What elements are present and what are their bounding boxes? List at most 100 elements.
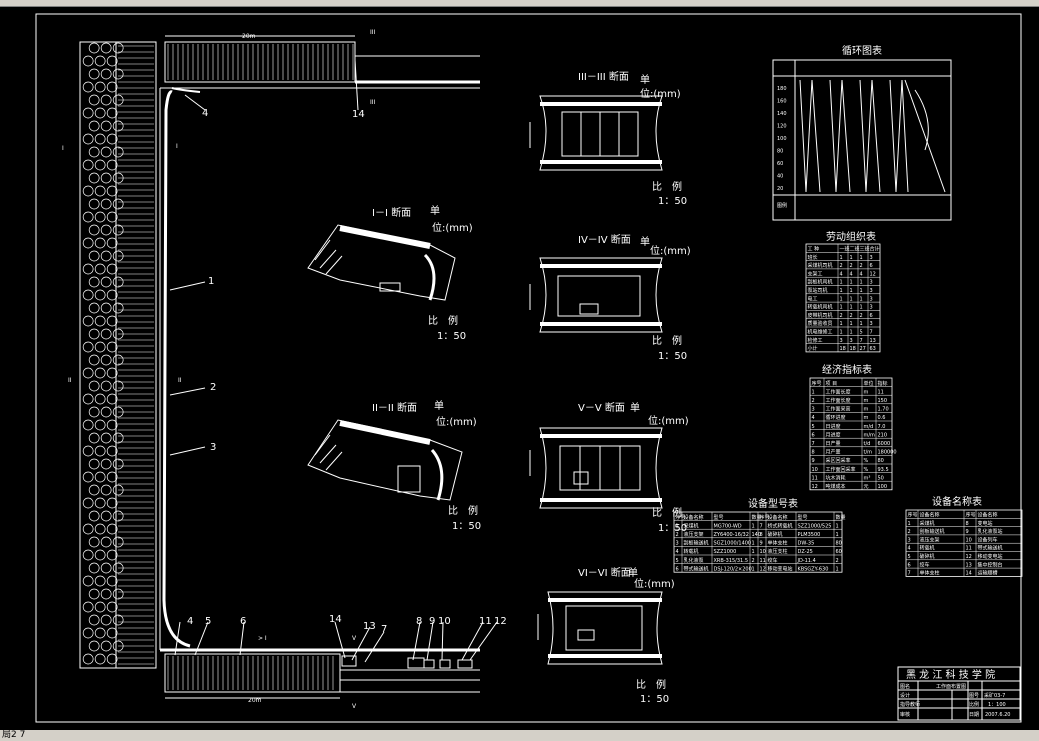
labor-table-cell: 小计: [808, 345, 818, 352]
section-1-scale: 1：50: [437, 331, 466, 342]
econ-table-cell: m³: [864, 475, 871, 481]
labor-table-cell: 3: [870, 280, 873, 286]
equip-model-table-cell: 破碎机: [768, 531, 783, 538]
equip-model-table-cell: DW-35: [798, 541, 815, 547]
equip-model-table-cell: 1: [836, 532, 839, 538]
section-3-unit: 位:(mm): [640, 87, 681, 100]
bottom-roadway: [160, 648, 480, 693]
labor-table-cell: 3: [850, 338, 853, 344]
arrow-mark-left: > I: [258, 635, 267, 642]
labor-table-cell: 1: [860, 321, 863, 327]
labor-table-cell: 3: [870, 296, 873, 302]
callout-3: 3: [210, 442, 216, 453]
equip-name-table-cell: 6: [908, 562, 911, 568]
labor-table-cell: 3: [870, 255, 873, 261]
econ-table-cell: 日产量: [826, 440, 841, 447]
cycle-chart-tick: 100: [777, 136, 787, 142]
equip-model-table-cell: 6: [676, 566, 679, 572]
cycle-chart-tick: 140: [777, 111, 787, 117]
section-2-title: II－II 断面: [372, 401, 417, 414]
econ-table-cell: m: [864, 389, 869, 395]
econ-table-cell: 10: [812, 467, 818, 473]
equip-model-table-title: 设备型号表: [748, 497, 798, 510]
equip-name-table-header-cell: 序号: [966, 512, 976, 519]
labor-table-cell: 3: [840, 338, 843, 344]
section-4-4: [529, 257, 663, 333]
callout-4-bottom: 4: [187, 616, 193, 627]
labor-table-cell: 1: [860, 305, 863, 311]
section-5-scale: 1：50: [658, 523, 687, 534]
equip-model-table-cell: 140: [752, 532, 762, 538]
econ-table-cell: 4: [812, 415, 815, 421]
labor-table-cell: 1: [840, 255, 843, 261]
econ-table-cell: 日进度: [826, 423, 841, 430]
equip-model-table-header-cell: 序号: [760, 514, 770, 521]
econ-table-cell: 12: [812, 484, 818, 490]
labor-table-cell: 1: [840, 321, 843, 327]
labor-table-cell: 2: [840, 313, 843, 319]
equip-model-table-cell: 80: [836, 541, 842, 547]
econ-table-cell: m: [864, 415, 869, 421]
equip-name-table-cell: 转载机: [920, 545, 935, 552]
equip-name-table-cell: 设备列车: [978, 536, 998, 543]
equip-name-table-cell: 12: [966, 554, 972, 560]
cycle-chart-legend-label: 图例: [777, 202, 787, 209]
equip-model-table-cell: JD-11.4: [797, 558, 816, 564]
labor-table-cell: 2: [860, 313, 863, 319]
status-text: 局2 7: [2, 730, 26, 740]
econ-table-cell: 7: [812, 441, 815, 447]
econ-table-cell: m/m: [864, 432, 876, 438]
labor-table-cell: 12: [870, 271, 876, 277]
labor-table-cell: 63: [870, 346, 876, 352]
section-3-title: III－III 断面: [578, 70, 629, 83]
econ-table-cell: 7.0: [878, 424, 886, 430]
section-1-scale-label: 比 例: [428, 314, 458, 327]
equip-model-table-cell: 绞车: [768, 557, 778, 564]
econ-table-header-cell: 项 目: [826, 381, 838, 387]
equip-model-table-cell: 11: [760, 558, 766, 564]
title-block-label-advisor: 指导教师: [900, 701, 920, 708]
labor-table-cell: 1: [850, 321, 853, 327]
econ-table-cell: %: [864, 467, 869, 473]
equip-model-table-header-cell: 设备名称: [768, 514, 788, 521]
econ-table-cell: 采区回采率: [826, 457, 851, 464]
callout-14-bottom: 14: [329, 614, 342, 625]
dim-bottom: 20m: [248, 697, 262, 704]
equip-model-table-cell: 1: [676, 523, 679, 529]
labor-table-cell: 18: [850, 346, 856, 352]
title-block-label-date: 日期: [969, 712, 979, 718]
labor-table-cell: 刮板机司机: [808, 279, 833, 286]
equip-model-table-cell: 刮板输送机: [684, 540, 709, 547]
equip-name-table-header-cell: 序号: [908, 512, 918, 519]
cycle-chart-tick: 80: [777, 149, 783, 155]
cad-canvas[interactable]: 20m 20m 4 14 1 2 3 4 5 6 14 13 7 8 9 10 …: [0, 6, 1039, 730]
section-5-scale-label: 比 例: [652, 506, 682, 519]
title-block-label-no: 图号: [969, 693, 979, 699]
callout-9: 9: [429, 616, 435, 627]
section-5-title: V－V 断面: [578, 401, 625, 414]
equip-model-table-cell: ZY6400-16/32: [714, 532, 749, 538]
section-5-unit: 位:(mm): [648, 414, 689, 427]
section-4-scale-label: 比 例: [652, 334, 682, 347]
equip-model-table-cell: 单体支柱: [768, 540, 788, 547]
equip-model-table-cell: KBSGZY-630: [798, 566, 829, 572]
equip-model-table-header-cell: 设备名称: [684, 514, 704, 521]
callout-13: 13: [363, 621, 376, 632]
equip-model-table-cell: 液压支架: [684, 531, 704, 538]
econ-table-cell: 100: [878, 484, 888, 490]
equip-model-table-cell: 1: [836, 523, 839, 529]
econ-table-cell: 6: [812, 432, 815, 438]
section-mark-I-right: I: [176, 143, 178, 150]
section-mark-I-left: I: [62, 145, 64, 152]
section-5-5: [529, 427, 663, 509]
equip-name-table-cell: 变电站: [978, 520, 993, 527]
cycle-chart-tick: 60: [777, 161, 783, 167]
labor-table-header-cell: 二班: [850, 246, 860, 253]
equip-name-table-header-cell: 设备名称: [920, 512, 940, 519]
econ-table-cell: 11: [878, 389, 884, 395]
labor-table-cell: 皮带机司机: [808, 312, 833, 319]
cycle-chart-tick: 180: [777, 86, 787, 92]
econ-table-cell: 月产量: [826, 449, 841, 456]
